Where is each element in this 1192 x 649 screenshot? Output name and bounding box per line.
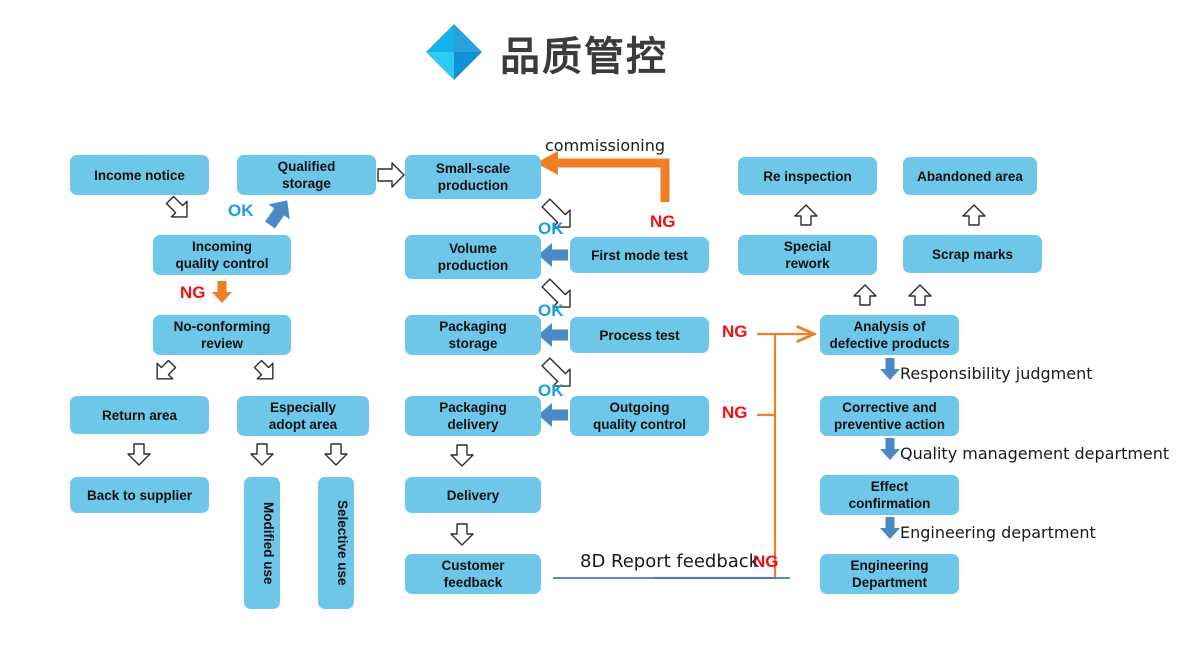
blue-arrow-firstmode-to-volume [538, 243, 568, 267]
blue-arrow-iqc-to-qualified [265, 200, 290, 229]
hollow-arrow-scrap-to-abandoned [962, 204, 986, 226]
label-engineering-dept-lbl: Engineering department [900, 523, 1096, 542]
node-volume-production[interactable]: Volume production [405, 235, 541, 279]
hollow-arrow-qualified-to-smallscale [377, 162, 405, 188]
node-no-conforming-review[interactable]: No-conforming review [153, 315, 291, 355]
hollow-arrow-review-to-return [156, 359, 177, 380]
hollow-arrow-analysis-to-scrap [908, 284, 932, 306]
diamond-logo [426, 24, 482, 80]
blue-arrow-effect-to-engineering [880, 517, 900, 539]
node-effect-confirmation[interactable]: Effect confirmation [820, 475, 959, 515]
node-re-inspection[interactable]: Re inspection [738, 157, 877, 195]
node-selective-use[interactable]: Selective use [318, 477, 354, 609]
node-return-area[interactable]: Return area [70, 396, 209, 434]
hollow-arrow-especially-to-selective [324, 443, 348, 466]
hollow-arrow-packagingdelivery-to-delivery [450, 444, 474, 467]
hollow-arrow-income-to-iqc [165, 195, 188, 218]
label-ng-incoming: NG [180, 283, 206, 302]
hollow-arrow-especially-to-modified [250, 443, 274, 466]
hollow-arrow-rework-to-reinspection [794, 204, 818, 226]
blue-arrow-analysis-to-corrective [880, 358, 900, 380]
blue-arrow-corrective-to-effect [880, 438, 900, 460]
node-qualified-storage[interactable]: Qualified storage [237, 155, 376, 195]
node-outgoing-quality-control[interactable]: Outgoing quality control [570, 396, 709, 436]
label-ok-incoming: OK [228, 201, 254, 220]
page-header: 品质管控 [0, 0, 1192, 110]
label-ng-first-mode: NG [650, 212, 676, 231]
node-scrap-marks[interactable]: Scrap marks [903, 235, 1042, 273]
hollow-arrow-analysis-to-rework [853, 284, 877, 306]
label-commissioning: commissioning [545, 136, 665, 155]
node-income-notice[interactable]: Income notice [70, 155, 209, 195]
node-customer-feedback[interactable]: Customer feedback [405, 554, 541, 594]
hollow-arrow-review-to-especially [253, 359, 274, 380]
page-title: 品质管控 [500, 34, 668, 80]
label-ng-8d: NG [753, 552, 779, 571]
orange-arrow-iqc-ng [212, 281, 232, 303]
label-8d-report-feedback: 8D Report feedback [580, 551, 760, 572]
node-small-scale-production[interactable]: Small-scale production [405, 155, 541, 199]
node-analysis-defective[interactable]: Analysis of defective products [820, 315, 959, 355]
label-ng-process-test: NG [722, 322, 748, 341]
node-special-rework[interactable]: Special rework [738, 235, 877, 275]
blue-arrow-outgoing-to-packagingdelivery [538, 403, 568, 427]
node-incoming-quality-control[interactable]: Incoming quality control [153, 235, 291, 275]
node-corrective-preventive[interactable]: Corrective and preventive action [820, 396, 959, 436]
node-packaging-delivery[interactable]: Packaging delivery [405, 396, 541, 436]
hollow-arrow-delivery-to-customer [450, 523, 474, 546]
label-responsibility: Responsibility judgment [900, 364, 1093, 383]
node-delivery[interactable]: Delivery [405, 477, 541, 513]
label-ok-outgoing: OK [538, 381, 564, 400]
blue-arrow-processtest-to-packaging [538, 323, 568, 347]
node-back-to-supplier[interactable]: Back to supplier [70, 477, 209, 513]
orange-ng-trunk [655, 334, 812, 580]
label-ok-first-mode: OK [538, 219, 564, 238]
node-modified-use[interactable]: Modified use [244, 477, 280, 609]
node-packaging-storage[interactable]: Packaging storage [405, 315, 541, 355]
label-ng-outgoing: NG [722, 403, 748, 422]
node-first-mode-test[interactable]: First mode test [570, 237, 709, 273]
hollow-arrow-return-to-supplier [127, 443, 151, 466]
node-especially-adopt-area[interactable]: Especially adopt area [237, 396, 369, 436]
node-engineering-department[interactable]: Engineering Department [820, 554, 959, 594]
node-process-test[interactable]: Process test [570, 317, 709, 353]
orange-commissioning-loop [536, 151, 670, 202]
label-ok-process-test: OK [538, 301, 564, 320]
label-quality-mgmt-dept: Quality management department [900, 444, 1170, 463]
node-abandoned-area[interactable]: Abandoned area [903, 157, 1037, 195]
